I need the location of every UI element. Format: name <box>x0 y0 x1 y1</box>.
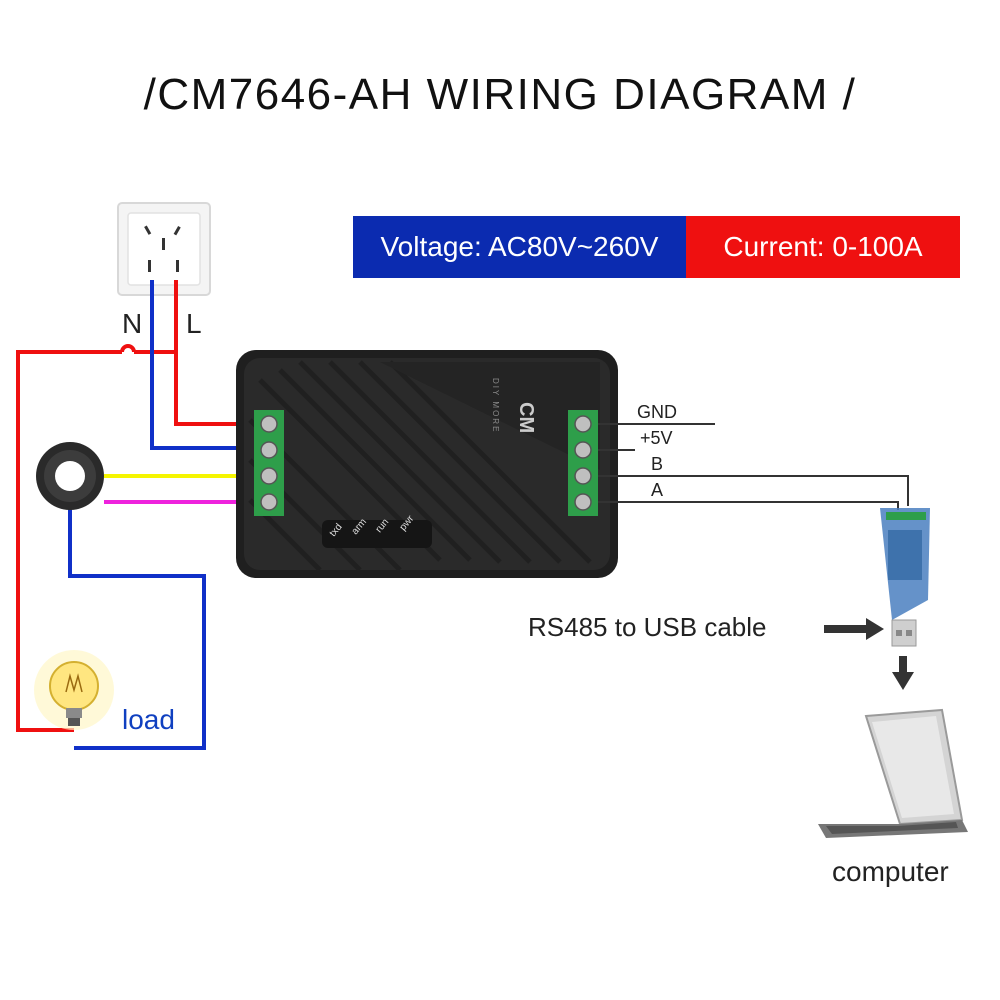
wall-outlet <box>117 202 211 296</box>
diagram-title: /CM7646-AH WIRING DIAGRAM / <box>143 70 857 119</box>
light-bulb-icon <box>34 650 114 730</box>
svg-text:CM: CM <box>515 402 537 433</box>
device-logo-text: DIY MORE <box>491 378 500 434</box>
rs485-usb-adapter-icon <box>880 508 930 647</box>
neutral-label: N <box>122 308 143 339</box>
rs485-cable-label: RS485 to USB cable <box>528 612 767 642</box>
wire-label-a: A <box>651 480 664 500</box>
rs485-wires <box>598 423 909 510</box>
neutral-wire-blue <box>150 280 262 450</box>
voltage-spec-badge: Voltage: AC80V~260V <box>353 216 686 278</box>
arrow-down-icon <box>892 656 914 690</box>
input-terminal-block <box>254 410 284 516</box>
current-spec-badge: Current: 0-100A <box>686 216 960 278</box>
wire-label-b: B <box>651 454 664 474</box>
laptop-icon <box>818 708 968 838</box>
rs485-terminal-block <box>568 410 598 516</box>
load-label: load <box>122 704 175 735</box>
current-transformer-icon <box>36 442 104 510</box>
arrow-right-icon <box>824 618 884 640</box>
wire-label-5v: +5V <box>640 428 673 448</box>
computer-label: computer <box>832 856 949 887</box>
live-label: L <box>186 308 202 339</box>
wire-label-gnd: GND <box>637 402 677 422</box>
live-wire-red <box>174 280 262 426</box>
meter-device: CM <box>236 350 618 578</box>
